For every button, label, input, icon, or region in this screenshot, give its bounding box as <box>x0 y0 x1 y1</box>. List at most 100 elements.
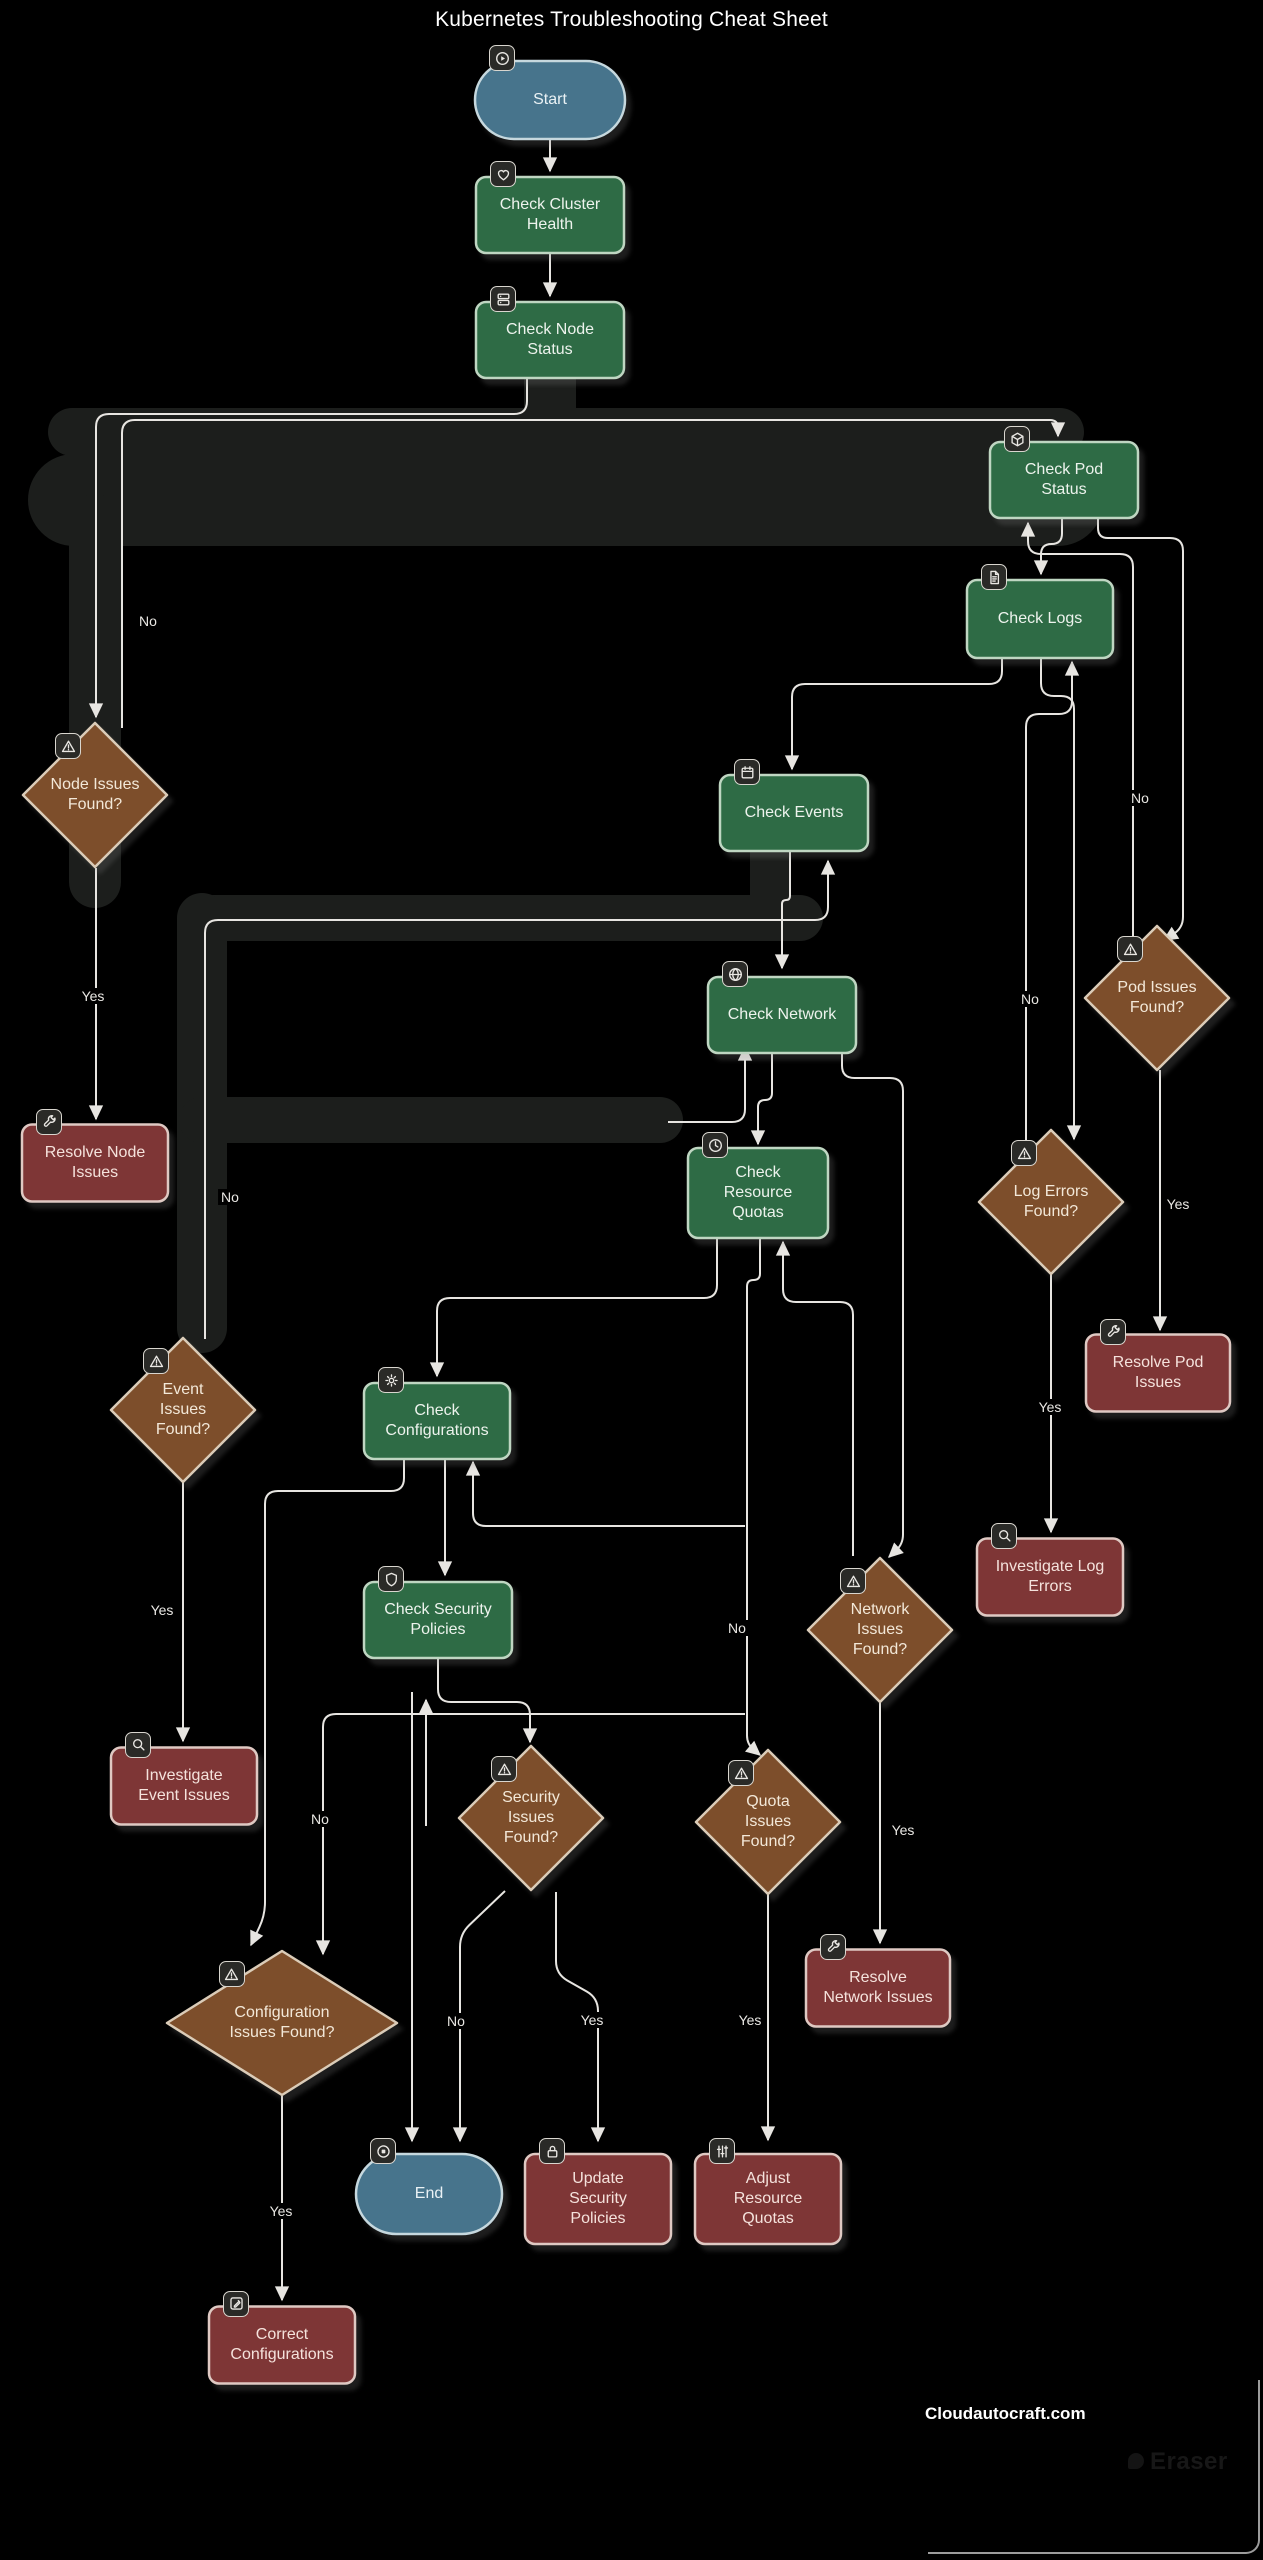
edge-check-security-policies-to-security-issues-found <box>437 1658 538 1744</box>
brand-watermark: Cloudautocraft.com <box>925 2404 1086 2423</box>
node-check-events <box>718 773 870 853</box>
edge-label-no-19: No <box>725 1620 749 1636</box>
wrench-icon <box>820 1933 846 1960</box>
edge-label-no-26: No <box>444 2013 468 2029</box>
edge-event-issues-found-to-check-events <box>204 859 836 1339</box>
node-event-issues-found <box>109 1336 257 1484</box>
document-icon <box>981 564 1007 590</box>
edge-highway-bands <box>28 342 1104 1353</box>
node-check-configurations <box>362 1381 512 1461</box>
edge-check-resource-quotas-to-quota-issues-found <box>745 1238 762 1756</box>
node-check-pod-status <box>988 440 1140 520</box>
node-log-errors-found <box>977 1128 1125 1276</box>
warning-icon <box>55 733 82 759</box>
heart-icon <box>490 161 516 187</box>
node-start <box>473 59 627 141</box>
node-investigate-log-errors <box>975 1537 1125 1617</box>
warning-icon <box>728 1760 755 1786</box>
edge-check-logs-to-log-errors-found <box>1040 658 1082 1141</box>
warning-icon <box>218 1961 245 1987</box>
edge-network-issues-found-to-check-resource-quotas <box>775 1240 854 1556</box>
node-configuration-issues-found <box>165 1949 399 2097</box>
page-title: Kubernetes Troubleshooting Cheat Sheet <box>435 8 828 31</box>
server-icon <box>490 286 516 312</box>
warning-icon <box>840 1568 867 1594</box>
edge-lines <box>88 140 1184 2302</box>
play-icon <box>489 45 515 71</box>
node-check-logs <box>965 578 1115 660</box>
calendar-icon <box>734 759 760 785</box>
edge-label-yes-21: Yes <box>147 1602 177 1618</box>
frame-corner-border <box>928 2380 1260 2554</box>
node-quota-issues-found <box>694 1748 842 1896</box>
edge-check-pod-status-to-check-logs <box>1033 518 1063 576</box>
edge-check-node-status-to-node-issues-found <box>88 378 528 719</box>
node-check-network <box>706 975 858 1055</box>
edge-label-yes-27: Yes <box>577 2012 607 2028</box>
lock-icon <box>539 2138 565 2164</box>
edge-security-issues-found-to-check-configurations <box>465 1460 745 1527</box>
node-update-security-policies <box>523 2152 673 2246</box>
edge-label-yes-28: Yes <box>735 2012 765 2028</box>
edge-check-events-to-check-network <box>774 851 791 970</box>
node-check-cluster-health <box>474 175 626 255</box>
node-adjust-resource-quotas <box>693 2152 843 2246</box>
edge-label-yes-31: Yes <box>266 2203 296 2219</box>
node-check-security-policies <box>362 1580 514 1660</box>
node-resolve-network-issues <box>804 1948 952 2028</box>
node-node-issues-found <box>21 721 169 869</box>
sliders-icon <box>709 2138 735 2164</box>
edge-event-issues-found-to-check-network <box>668 1045 753 1123</box>
edge-label-no-7: No <box>1128 790 1152 806</box>
edge-label-no-10: No <box>1018 991 1042 1007</box>
node-resolve-node-issues <box>20 1123 170 1203</box>
edge-label-no-30: No <box>308 1811 332 1827</box>
clock-icon <box>702 1132 728 1158</box>
edge-label-yes-12: Yes <box>1163 1196 1193 1212</box>
wrench-icon <box>36 1108 62 1135</box>
warning-icon <box>1117 936 1144 962</box>
edge-log-errors-found-to-check-logs <box>1025 660 1080 1143</box>
eraser-watermark: Eraser <box>1128 2448 1228 2476</box>
edge-check-logs-to-check-events <box>784 658 1003 771</box>
magnifier-icon <box>991 1522 1017 1549</box>
edge-security-issues-found-to-update-security-policies <box>555 1892 606 2143</box>
stop-icon <box>370 2138 396 2164</box>
globe-icon <box>722 961 748 987</box>
gear-icon <box>378 1367 404 1393</box>
warning-icon <box>1011 1140 1038 1166</box>
edge-label-no-3: No <box>136 613 160 629</box>
edge-label-yes-11: Yes <box>1035 1399 1065 1415</box>
edge-check-pod-status-to-pod-issues-found <box>1097 518 1184 941</box>
node-shapes <box>20 59 1232 2385</box>
node-investigate-event-issues <box>109 1746 259 1826</box>
node-correct-configurations <box>207 2305 357 2385</box>
edge-check-configurations-to-configuration-issues-found <box>250 1459 405 1947</box>
pencil-icon <box>223 2290 249 2317</box>
node-security-issues-found <box>457 1744 605 1892</box>
edge-check-network-to-network-issues-found <box>841 1053 904 1558</box>
edge-node-issues-found-to-check-pod-status <box>121 419 1066 728</box>
warning-icon <box>143 1348 170 1374</box>
edge-pod-issues-found-to-check-pod-status <box>1020 521 1134 951</box>
edge-check-resource-quotas-to-check-configurations <box>429 1238 718 1378</box>
wrench-icon <box>1100 1318 1126 1345</box>
node-end <box>354 2152 504 2236</box>
warning-icon <box>491 1756 518 1782</box>
edge-label-yes-4: Yes <box>78 988 108 1004</box>
node-check-resource-quotas <box>686 1146 830 1240</box>
node-pod-issues-found <box>1083 924 1231 1072</box>
shield-icon <box>378 1566 404 1592</box>
edge-label-yes-33: Yes <box>888 1822 918 1838</box>
edge-quota-issues-found-to-configuration-issues-found <box>315 1713 745 1956</box>
magnifier-icon <box>125 1731 151 1758</box>
edge-label-no-14: No <box>218 1189 242 1205</box>
cube-icon <box>1004 426 1030 452</box>
node-resolve-pod-issues <box>1084 1333 1232 1413</box>
eraser-logo-icon <box>1128 2453 1144 2469</box>
edge-check-network-to-check-resource-quotas <box>750 1053 773 1146</box>
edge-security-issues-found-to-end <box>452 1890 506 2143</box>
node-network-issues-found <box>806 1556 954 1704</box>
